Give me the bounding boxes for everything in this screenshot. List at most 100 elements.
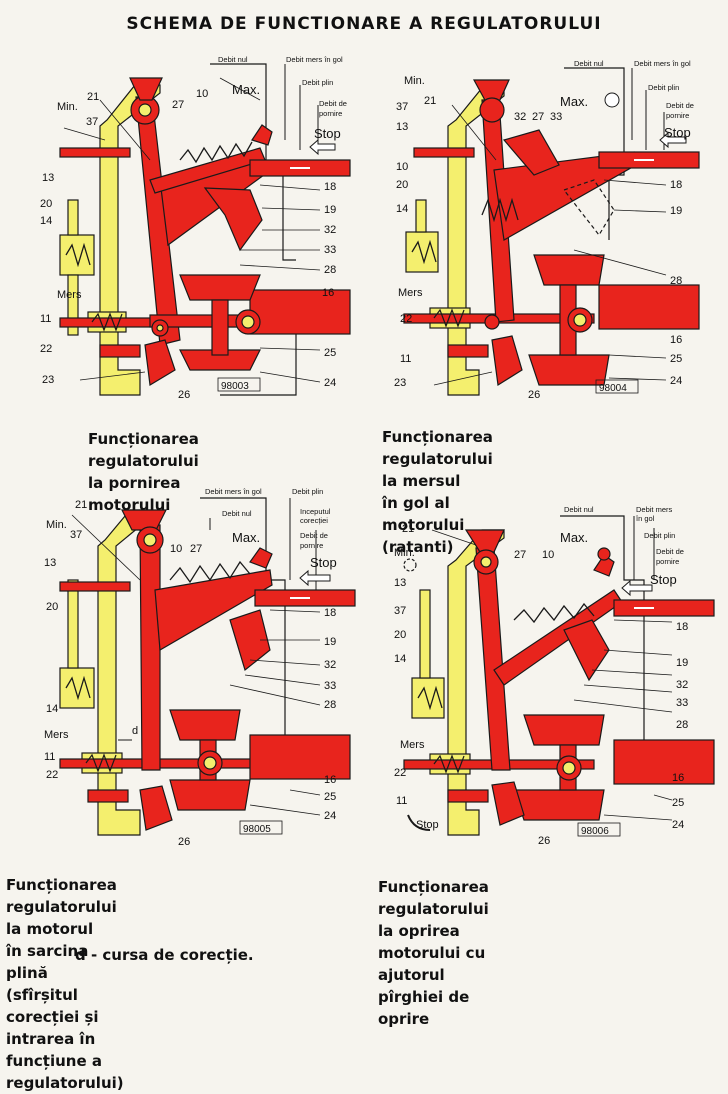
flyweight-lower-24 — [169, 779, 251, 811]
flyweight-upper-25 — [179, 274, 261, 301]
header-debit-plin: Debit plin — [292, 487, 323, 496]
flyweight-upper-25 — [523, 714, 605, 746]
header-pornire: pornire — [666, 111, 689, 120]
label-19: 19 — [324, 636, 336, 648]
label-28: 28 — [676, 719, 688, 731]
label-24: 24 — [670, 375, 682, 387]
flyweight-lower-24 — [528, 354, 610, 386]
label-max: Max. — [560, 94, 588, 109]
label-27: 27 — [190, 543, 202, 555]
label-stop: Stop — [650, 572, 677, 587]
label-16: 16 — [322, 287, 334, 299]
header-debit-nul: Debit nul — [218, 55, 248, 64]
label-11: 11 — [400, 353, 411, 365]
label-20: 20 — [40, 198, 52, 210]
label-25: 25 — [324, 791, 336, 803]
label-10: 10 — [396, 161, 408, 173]
label-24: 24 — [324, 810, 336, 822]
regulator-diagram-full-load: Debit mers în gol Debit plin Debit nul I… — [44, 487, 356, 848]
label-26: 26 — [178, 389, 190, 401]
stop-lever-19 — [229, 609, 271, 672]
label-16: 16 — [670, 334, 682, 346]
caption-line: Funcționarea regulatorului la motorul — [6, 876, 117, 938]
flyweight-lower-24 — [513, 789, 605, 821]
header-debit-de: Debit de — [300, 531, 328, 540]
cam-26 — [144, 339, 176, 386]
max-knob — [597, 547, 611, 561]
stop-lever-19-dashed — [563, 179, 615, 237]
label-14: 14 — [40, 215, 52, 227]
label-10: 10 — [542, 549, 554, 561]
governor-spring-10 — [169, 560, 251, 584]
throttle-lever-max — [249, 547, 273, 569]
label-13: 13 — [44, 557, 56, 569]
label-20: 20 — [394, 629, 406, 641]
governor-spring-10 — [179, 141, 253, 164]
header-corectiei: corecției — [300, 516, 328, 525]
figure-code: 98006 — [581, 826, 609, 837]
adjust-screw-13 — [59, 581, 131, 592]
label-stop-lever: Stop — [416, 819, 439, 831]
label-32: 32 — [324, 659, 336, 671]
label-19: 19 — [324, 204, 336, 216]
label-16: 16 — [324, 774, 336, 786]
header-pornire: pornire — [300, 541, 323, 550]
label-11: 11 — [396, 795, 407, 807]
label-19: 19 — [670, 205, 682, 217]
legend-note: d - cursa de corecție. — [75, 946, 254, 964]
label-d: d — [132, 725, 138, 737]
label-25: 25 — [670, 353, 682, 365]
header-debit-nul: Debit nul — [222, 509, 252, 518]
label-min: Min. — [394, 547, 415, 559]
header-debit-plin: Debit plin — [644, 531, 675, 540]
label-18: 18 — [676, 621, 688, 633]
label-33: 33 — [550, 111, 562, 123]
regulator-diagram-stop: Debit nul Debit mers în gol Debit plin D… — [394, 505, 715, 847]
header-debit-de: Debit de — [666, 101, 694, 110]
spring-box-14 — [59, 234, 95, 276]
header-debit-nul: Debit nul — [564, 505, 594, 514]
regulator-diagram-starting: Debit nul Debit mers în gol Debit plin D… — [40, 55, 351, 401]
governor-shaft-16 — [249, 734, 351, 780]
min-knob-dashed — [403, 558, 417, 572]
label-27: 27 — [532, 111, 544, 123]
header-debit-mers-gol: Debit mers în gol — [634, 59, 691, 68]
caption-idle: Funcționarea regulatorului la mersul în … — [382, 426, 493, 558]
adjust-screw-13 — [59, 147, 131, 158]
label-22: 22 — [40, 343, 52, 355]
flyweight-lower-24 — [179, 349, 261, 371]
page-title: SCHEMA DE FUNCTIONARE A REGULATORULUI — [126, 14, 602, 34]
label-mers: Mers — [57, 289, 82, 301]
label-24: 24 — [324, 377, 336, 389]
header-debit-de: Debit de — [656, 547, 684, 556]
caption-line: motorului cu ajutorul pîrghiei de oprire — [378, 944, 486, 1028]
label-14: 14 — [396, 203, 408, 215]
label-11: 11 — [44, 751, 55, 763]
label-25: 25 — [324, 347, 336, 359]
floating-lever-28 — [154, 569, 273, 651]
main-lever-21 — [139, 524, 161, 771]
spring-box-14 — [59, 667, 95, 709]
stop-arrow — [621, 579, 653, 597]
label-20: 20 — [46, 601, 58, 613]
label-32: 32 — [324, 224, 336, 236]
label-21: 21 — [402, 523, 414, 535]
label-11: 11 — [40, 313, 51, 325]
figure-code: 98004 — [599, 383, 627, 394]
label-26: 26 — [178, 836, 190, 848]
label-25: 25 — [672, 797, 684, 809]
label-27: 27 — [514, 549, 526, 561]
label-20: 20 — [396, 179, 408, 191]
label-mers: Mers — [400, 739, 425, 751]
label-19: 19 — [676, 657, 688, 669]
max-knob — [604, 92, 620, 108]
label-28: 28 — [324, 264, 336, 276]
label-18: 18 — [324, 607, 336, 619]
caption-line: Funcționarea regulatorului — [88, 430, 199, 470]
caption-line: intrarea în funcțiune a regulatorului) — [6, 1030, 124, 1092]
caption-line: Funcționarea regulatorului la mersul — [382, 428, 493, 490]
adjust-screw-13 — [413, 147, 475, 158]
label-max: Max. — [232, 82, 260, 97]
label-21: 21 — [87, 91, 99, 103]
label-max: Max. — [232, 530, 260, 545]
